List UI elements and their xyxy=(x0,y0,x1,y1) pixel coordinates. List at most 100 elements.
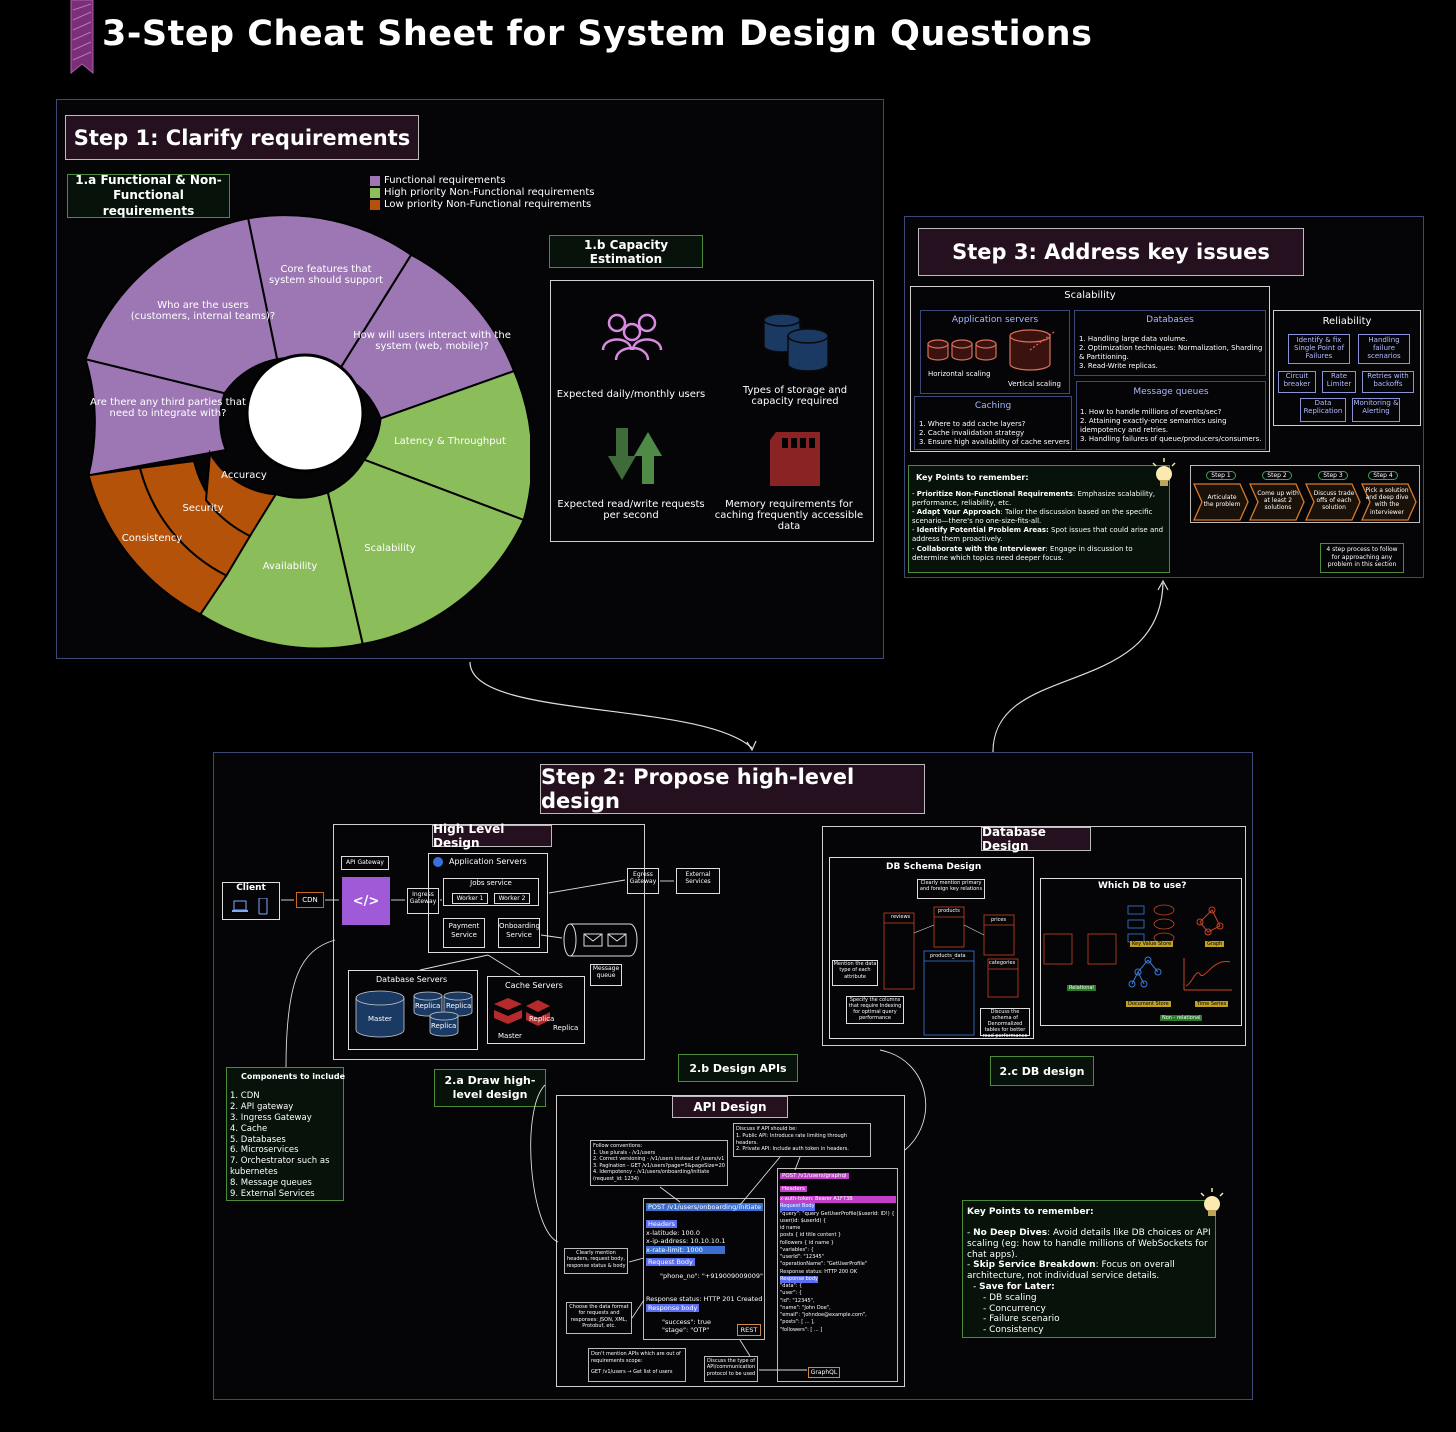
requirements-wheel xyxy=(84,214,530,650)
schema-title: DB Schema Design xyxy=(886,862,982,872)
caching-title: Caching xyxy=(974,401,1012,411)
api-design-title: API Design xyxy=(672,1096,788,1118)
redis-icons xyxy=(494,998,550,1026)
app-servers-label: Application Servers xyxy=(449,857,527,866)
schema-note: Specify the columns that require Indexin… xyxy=(846,996,904,1024)
schema-note: Discuss the schema of Denormalized table… xyxy=(980,1008,1030,1039)
four-step-text: Articulate the problem xyxy=(1203,494,1241,509)
vertical-scaling-label: Vertical scaling xyxy=(1008,380,1061,388)
reliability-item: Handling failure scenarios xyxy=(1358,334,1410,364)
wheel-label-consistency: Consistency xyxy=(121,533,183,544)
client-node: Client xyxy=(222,882,280,920)
db-design-box xyxy=(822,826,1246,1046)
note-protocol: Discuss the type of API/communication pr… xyxy=(704,1356,758,1382)
api-gateway-icon: </> xyxy=(342,877,390,925)
hld-box xyxy=(333,824,645,1060)
four-step-arrows xyxy=(1192,483,1417,521)
graphql-box xyxy=(777,1168,898,1382)
cache-servers-node xyxy=(487,976,585,1044)
mq-box xyxy=(1076,381,1266,450)
db-label-graph: Graph xyxy=(1205,941,1225,947)
step3-header: Step 3: Address key issues xyxy=(918,228,1304,276)
wheel-center xyxy=(245,353,365,473)
legend-item: High priority Non-Functional requirement… xyxy=(370,187,595,199)
cache-servers-label: Cache Servers xyxy=(505,981,563,990)
message-queue-label: Message queue xyxy=(590,964,622,986)
lightbulb-icon xyxy=(1200,1188,1224,1216)
reliability-item: Retries with backoffs xyxy=(1362,371,1414,393)
rest-response-body: Response body xyxy=(646,1304,700,1312)
payment-service-node: Payment Service xyxy=(443,918,485,948)
caching-box xyxy=(914,396,1072,450)
table-reviews: reviews xyxy=(891,914,911,920)
wheel-label-who: Who are the users (customers, internal t… xyxy=(130,300,276,322)
external-services-node: External Services xyxy=(676,868,720,894)
design-apis-label: 2.b Design APIs xyxy=(678,1054,798,1082)
four-step-text: Pick a solution and deep dive with the i… xyxy=(1365,487,1409,516)
capacity-estimation-box xyxy=(550,280,874,542)
wheel-label-scalability: Scalability xyxy=(364,543,416,554)
wheel-legend: Functional requirements High priority No… xyxy=(370,175,595,211)
cache-replica-label: Replica xyxy=(553,1024,579,1032)
graphql-tag: GraphQL xyxy=(808,1367,840,1378)
mq-title: Message queues xyxy=(1133,387,1209,397)
table-products-data: products_data xyxy=(930,953,966,959)
gql-lines: x-auth-token: Bearer A1F73B Request Body… xyxy=(780,1196,896,1333)
schema-note: Clearly mention primary and foreign key … xyxy=(917,879,985,899)
db-label-document: Document Store xyxy=(1126,1001,1171,1007)
wheel-label-third-parties: Are there any third parties that need to… xyxy=(90,397,246,419)
rest-response-status: Response status: HTTP 201 Created xyxy=(646,1295,763,1303)
step2-keypoints-title: Key Points to remember: xyxy=(967,1207,1094,1217)
legend-item: Functional requirements xyxy=(370,175,595,187)
components-box xyxy=(226,1067,344,1201)
step2-keypoints-box xyxy=(962,1200,1216,1338)
scalability-box xyxy=(910,286,1270,452)
table-prices: prices xyxy=(991,917,1007,923)
db-design-label: 2.c DB design xyxy=(990,1056,1094,1086)
four-step-box xyxy=(1190,465,1420,523)
step1-header: Step 1: Clarify requirements xyxy=(65,115,419,160)
public-private-box: Discuss if API should be:1. Public API: … xyxy=(733,1123,871,1157)
wheel-segment-accuracy xyxy=(204,449,278,538)
db-label-timeseries: Time Series xyxy=(1195,1001,1229,1007)
wheel-label-security: Security xyxy=(182,503,224,514)
onboarding-service-node: Onboarding Service xyxy=(498,918,540,948)
reliability-item: Circuit breaker xyxy=(1278,371,1316,393)
gql-headers: Headers xyxy=(780,1186,807,1192)
rest-request-body: Request Body xyxy=(646,1258,695,1266)
capacity-users-text: Expected daily/monthly users xyxy=(556,389,706,400)
draw-hld-label: 2.a Draw high-level design xyxy=(434,1069,546,1107)
database-icon xyxy=(763,313,829,372)
four-step-label: Step 1 xyxy=(1206,471,1236,480)
four-step-text: Come up with at least 2 solutions xyxy=(1257,490,1299,512)
app-servers-node xyxy=(428,853,548,953)
db-label-nonrelational: Non - relational xyxy=(1160,1015,1203,1021)
wheel-label-latency: Latency & Throughput xyxy=(394,436,506,447)
step3-keypoints-title: Key Points to remember: xyxy=(916,473,1029,482)
wheel-label-interact: How will users interact with the system … xyxy=(353,330,511,352)
app-servers-box xyxy=(920,310,1070,394)
wheel-segment-scalability xyxy=(326,458,526,646)
databases-box xyxy=(1074,310,1266,376)
rest-api-box xyxy=(643,1198,765,1340)
device-icons xyxy=(232,898,268,915)
rest-endpoint: POST /v1/users/onboarding/initiate xyxy=(646,1203,764,1211)
memory-card-icon xyxy=(770,432,820,486)
note-data-format: Choose the data format for requests and … xyxy=(566,1302,632,1334)
schema-note: Mention the data type of each attribute xyxy=(832,960,878,986)
step2-keypoints-list: - No Deep Dives: Avoid details like DB c… xyxy=(967,1228,1211,1336)
databases-list: 1. Handling large data volume.2. Optimiz… xyxy=(1079,335,1263,370)
wheel-label-availability: Availability xyxy=(262,561,318,572)
message-queue-icon xyxy=(563,923,638,957)
scaling-icons xyxy=(927,329,1055,371)
cache-master-label: Master xyxy=(498,1032,522,1040)
gql-endpoint: POST /v1/users/graphql xyxy=(780,1173,849,1179)
wheel-segment-latency xyxy=(362,369,530,522)
reliability-item: Data Replication xyxy=(1300,398,1346,422)
replica-label: Replica xyxy=(446,1002,472,1010)
reliability-box xyxy=(1273,310,1421,426)
kubernetes-icon xyxy=(433,857,443,867)
